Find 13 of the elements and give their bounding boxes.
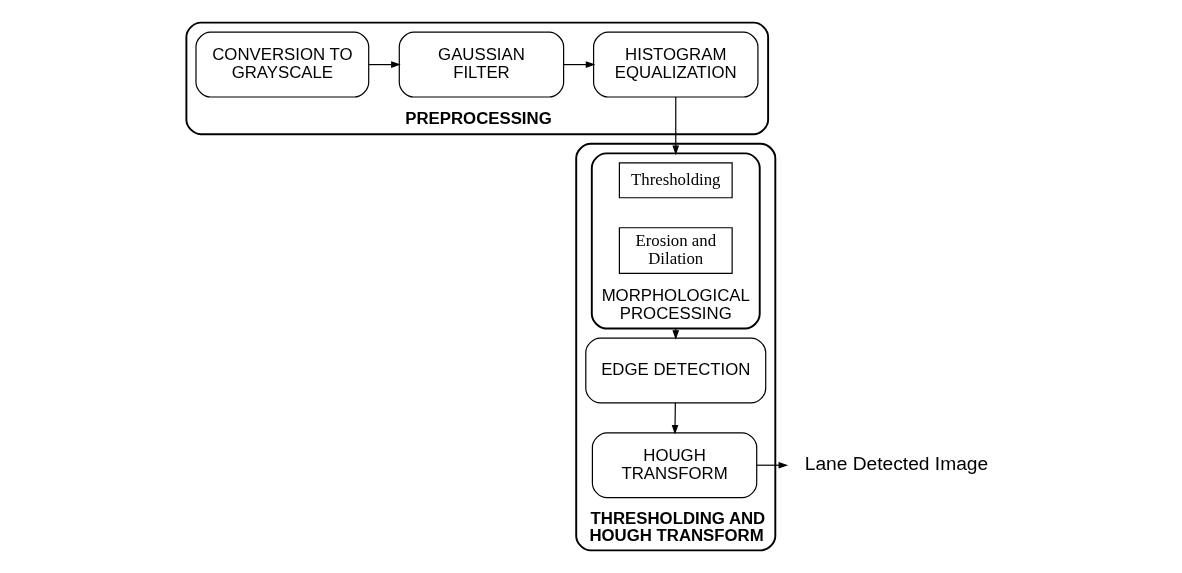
- node-box: HISTOGRAM EQUALIZATION: [592, 31, 758, 98]
- arrow: [367, 61, 401, 68]
- arrow: [755, 461, 788, 469]
- node-box: CONVERSION TO GRAYSCALE: [194, 31, 369, 98]
- node-box: GAUSSIAN FILTER: [398, 31, 564, 98]
- node-box: Thresholding: [618, 162, 733, 199]
- node-text: Lane Detected Image: [804, 452, 988, 474]
- node-box: HOUGH TRANSFORM: [591, 432, 757, 499]
- node-box: Erosion and Dilation: [618, 227, 733, 274]
- arrow: [562, 61, 595, 68]
- arrow: [671, 96, 679, 156]
- node-box: EDGE DETECTION: [584, 337, 766, 404]
- arrow: [671, 402, 678, 435]
